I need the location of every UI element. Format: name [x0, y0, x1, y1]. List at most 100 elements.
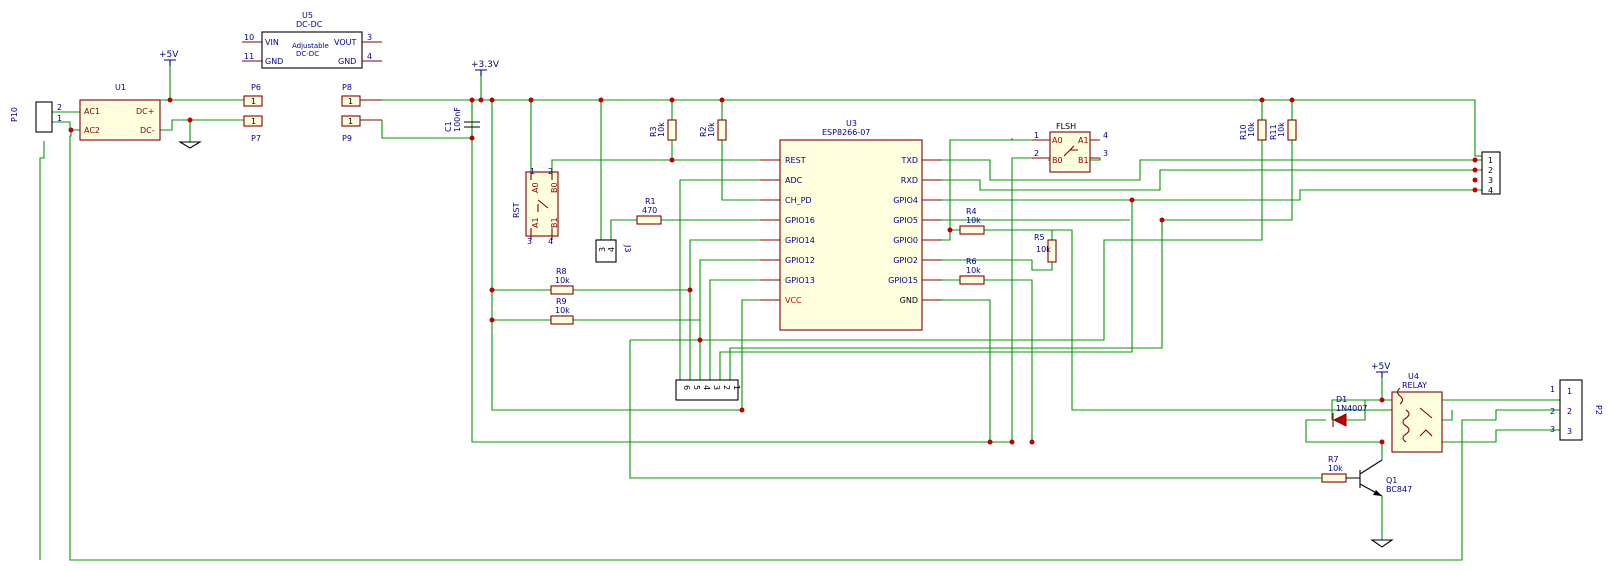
rst-b1: B1 — [550, 217, 559, 228]
u1-rectifier: U1 AC1 AC2 DC+ DC- — [79, 83, 161, 141]
j3-pin4: 4 — [607, 247, 616, 252]
j3-pin3: 3 — [598, 247, 607, 252]
q1-ref: Q1 — [1386, 476, 1397, 485]
q1-value: BC847 — [1386, 485, 1412, 494]
r7-value: 10k — [1328, 464, 1343, 473]
power-5v-top: +5V — [159, 50, 179, 66]
u4-ref: U4 — [1408, 372, 1419, 381]
p6-connector: 1 P6 — [243, 83, 263, 107]
flsh-num4: 4 — [1103, 131, 1108, 140]
p2-pin2: 2 — [1567, 407, 1572, 416]
u5-dcdc-module: U5 DC-DC Adjustable DC-DC VIN GND VOUT G… — [242, 11, 382, 69]
u3-pin-gpio4: GPIO4 — [893, 196, 918, 205]
u3-ref: U3 — [846, 119, 857, 128]
u3-pin-adc: ADC — [785, 176, 803, 185]
p8-ref: P8 — [342, 83, 352, 92]
p2-output-terminal: 1 2 3 1 2 3 P2 — [1550, 379, 1603, 441]
u5-num-vin: 10 — [244, 33, 254, 42]
r4-resistor: R4 10k — [959, 207, 985, 235]
d1-ref: D1 — [1336, 395, 1347, 404]
p2-num2: 2 — [1550, 407, 1555, 416]
j3-jumper: 3 4 J3 — [595, 239, 632, 263]
u3-value: ESP8266-07 — [822, 128, 870, 137]
p7-connector: 1 P7 — [243, 115, 263, 143]
u3-pin-txd: TXD — [900, 156, 918, 165]
r7-ref: R7 — [1328, 455, 1339, 464]
r11-value: 10k — [1277, 122, 1286, 137]
header-6pin: 6 5 4 3 2 1 — [675, 379, 741, 401]
flsh-ref: FLSH — [1056, 122, 1076, 131]
conn6-pin2: 2 — [722, 385, 731, 390]
r10-resistor: R10 10k — [1239, 119, 1267, 141]
rst-switch: RST A0 B0 A1 B1 1 2 3 4 — [512, 167, 559, 246]
r1-resistor: R1 470 — [636, 197, 662, 225]
p10-ref: P10 — [10, 107, 19, 122]
p9-pin: 1 — [348, 117, 353, 126]
u5-pin-vin: VIN — [265, 38, 279, 47]
u1-pin-ac2: AC2 — [84, 126, 100, 135]
u3-pin-vcc: VCC — [785, 296, 802, 305]
u1-ref: U1 — [115, 83, 126, 92]
p8-pin: 1 — [348, 97, 353, 106]
u3-esp8266: U3 ESP8266-07 REST ADC CH_PD GPIO16 GPIO… — [760, 119, 942, 331]
power-5v-relay-label: +5V — [1371, 362, 1391, 372]
flsh-num3: 3 — [1103, 149, 1108, 158]
u3-pin-gpio14: GPIO14 — [785, 236, 815, 245]
p8-connector: 1 P8 — [341, 83, 382, 107]
p6-pin: 1 — [251, 97, 256, 106]
r4-value: 10k — [966, 216, 981, 225]
r2-resistor: R2 10k — [699, 119, 727, 141]
p10-pin1: 1 — [57, 114, 62, 123]
ground-symbol-q1 — [1370, 539, 1394, 548]
p2-pin1: 1 — [1567, 387, 1572, 396]
rst-a1: A1 — [531, 217, 540, 228]
r10-value: 10k — [1247, 122, 1256, 137]
u5-value: DC-DC — [296, 20, 323, 29]
r11-resistor: R11 10k — [1269, 119, 1297, 141]
u3-pin-gpio2: GPIO2 — [893, 256, 918, 265]
u3-pin-gnd: GND — [900, 296, 918, 305]
flsh-b1: B1 — [1078, 156, 1089, 165]
r8-resistor: R8 10k — [550, 267, 574, 295]
u1-pin-dcminus: DC- — [140, 126, 155, 135]
p9-connector: 1 P9 — [341, 115, 382, 143]
conn6-pin4: 4 — [702, 385, 711, 390]
r3-value: 10k — [657, 122, 666, 137]
u3-pin-gpio16: GPIO16 — [785, 216, 815, 225]
uart-connector-4pin: 1 2 3 4 — [1481, 151, 1501, 195]
r11-ref: R11 — [1269, 124, 1278, 140]
u5-ref: U5 — [302, 11, 313, 20]
conn6-pin6: 6 — [682, 385, 691, 390]
rst-b0: B0 — [550, 182, 559, 193]
u3-pin-gpio13: GPIO13 — [785, 276, 815, 285]
p9-ref: P9 — [342, 134, 352, 143]
rst-num2: 2 — [548, 167, 553, 176]
flsh-b0: B0 — [1052, 156, 1063, 165]
rst-num3: 3 — [527, 237, 532, 246]
u3-pin-gpio0: GPIO0 — [893, 236, 918, 245]
q1-transistor: Q1 BC847 — [1346, 459, 1412, 497]
j3-ref: J3 — [623, 244, 632, 252]
conn6-pin1: 1 — [732, 385, 741, 390]
power-33v-label: +3.3V — [471, 60, 500, 70]
r9-value: 10k — [555, 306, 570, 315]
r5-value: 10k — [1036, 245, 1051, 254]
u4-relay: U4 RELAY — [1391, 372, 1443, 453]
u3-pin-rxd: RXD — [901, 176, 918, 185]
power-5v-relay: +5V — [1371, 362, 1391, 378]
p2-pin3: 3 — [1567, 427, 1572, 436]
r9-resistor: R9 10k — [550, 297, 574, 325]
flsh-a1: A1 — [1078, 136, 1089, 145]
r3-resistor: R3 10k — [649, 119, 677, 141]
u5-num-gnd-right: 4 — [367, 52, 372, 61]
rst-num1: 1 — [530, 167, 535, 176]
r10-ref: R10 — [1239, 124, 1248, 140]
flsh-a0: A0 — [1052, 136, 1063, 145]
r2-ref: R2 — [699, 126, 708, 137]
c1-capacitor: C1 100nF — [444, 107, 480, 132]
u1-pin-ac1: AC1 — [84, 107, 100, 116]
r1-value: 470 — [642, 206, 657, 215]
r9-ref: R9 — [556, 297, 567, 306]
p2-num3: 3 — [1550, 425, 1555, 434]
